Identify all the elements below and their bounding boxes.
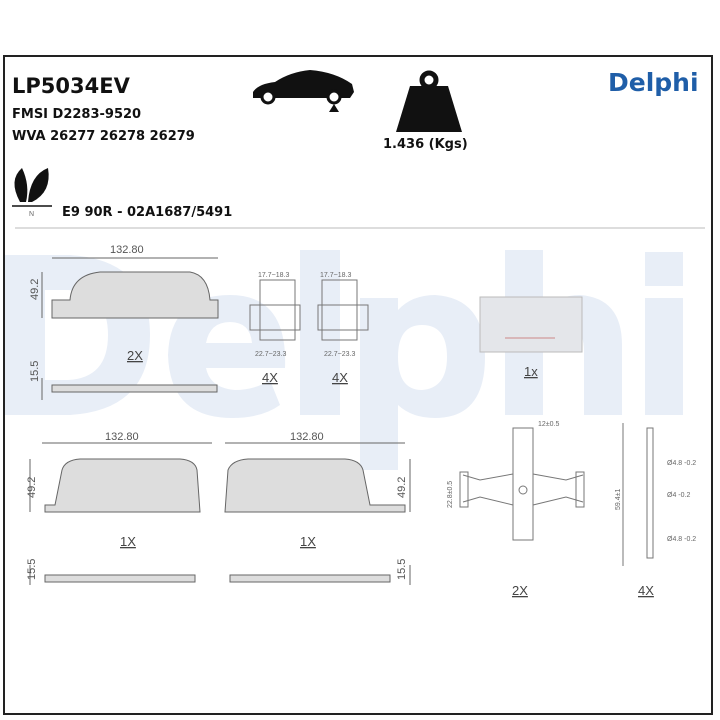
wva-codes: WVA 26277 26278 26279	[12, 129, 195, 144]
pin-qty: 4X	[638, 583, 654, 598]
right-pad-thickness: 15.5	[396, 559, 408, 580]
approval-code: E9 90R - 02A1687/5491	[62, 205, 233, 220]
clip-a-drawing	[249, 279, 301, 341]
spring-drawing	[459, 427, 585, 541]
left-pad-thickness: 15.5	[26, 559, 38, 580]
clip-b-bottom-dim: 22.7~23.3	[324, 351, 355, 358]
guide-pin-drawing	[622, 423, 654, 566]
clip-b-drawing	[317, 279, 369, 341]
right-pad-drawing	[224, 442, 411, 585]
clip-b-top-dim: 17.7~18.3	[320, 272, 351, 279]
pin-d1-dim: Ø4.8 -0.2	[667, 460, 696, 467]
pin-d2-dim: Ø4 -0.2	[667, 492, 690, 499]
car-rear-axle-icon	[253, 70, 354, 112]
part-number: LP5034EV	[12, 74, 130, 98]
spring-height-dim: 22.8±0.5	[447, 481, 454, 508]
left-pad-height: 49.2	[26, 477, 38, 498]
clip-a-qty: 4X	[262, 370, 278, 385]
right-pad-width: 132.80	[290, 431, 324, 443]
grease-packet	[479, 296, 583, 353]
left-pad-qty: 1X	[120, 534, 136, 549]
clip-a-top-dim: 17.7~18.3	[258, 272, 289, 279]
weight-icon	[396, 70, 462, 132]
eco-letter: N	[29, 211, 34, 218]
spring-qty: 2X	[512, 583, 528, 598]
top-pad-thickness: 15.5	[29, 361, 41, 382]
right-pad-height: 49.2	[396, 477, 408, 498]
eco-leaf-icon: N	[12, 168, 52, 218]
top-pad-drawing	[41, 257, 219, 400]
top-pad-width: 132.80	[110, 244, 144, 256]
fmsi-code: FMSI D2283-9520	[12, 107, 142, 122]
grease-qty: 1x	[524, 364, 538, 379]
drawing-frame	[3, 55, 713, 715]
brand-logo: Delphi	[608, 68, 699, 97]
clip-a-bottom-dim: 22.7~23.3	[255, 351, 286, 358]
top-pad-height: 49.2	[29, 279, 41, 300]
weight-value: 1.436 (Kgs)	[383, 137, 468, 152]
right-pad-qty: 1X	[300, 534, 316, 549]
left-pad-drawing	[29, 442, 212, 585]
spring-width-dim: 12±0.5	[538, 421, 559, 428]
pin-length-dim: 59.4±1	[615, 489, 622, 510]
clip-b-qty: 4X	[332, 370, 348, 385]
top-pad-qty: 2X	[127, 348, 143, 363]
pin-d3-dim: Ø4.8 -0.2	[667, 536, 696, 543]
left-pad-width: 132.80	[105, 431, 139, 443]
